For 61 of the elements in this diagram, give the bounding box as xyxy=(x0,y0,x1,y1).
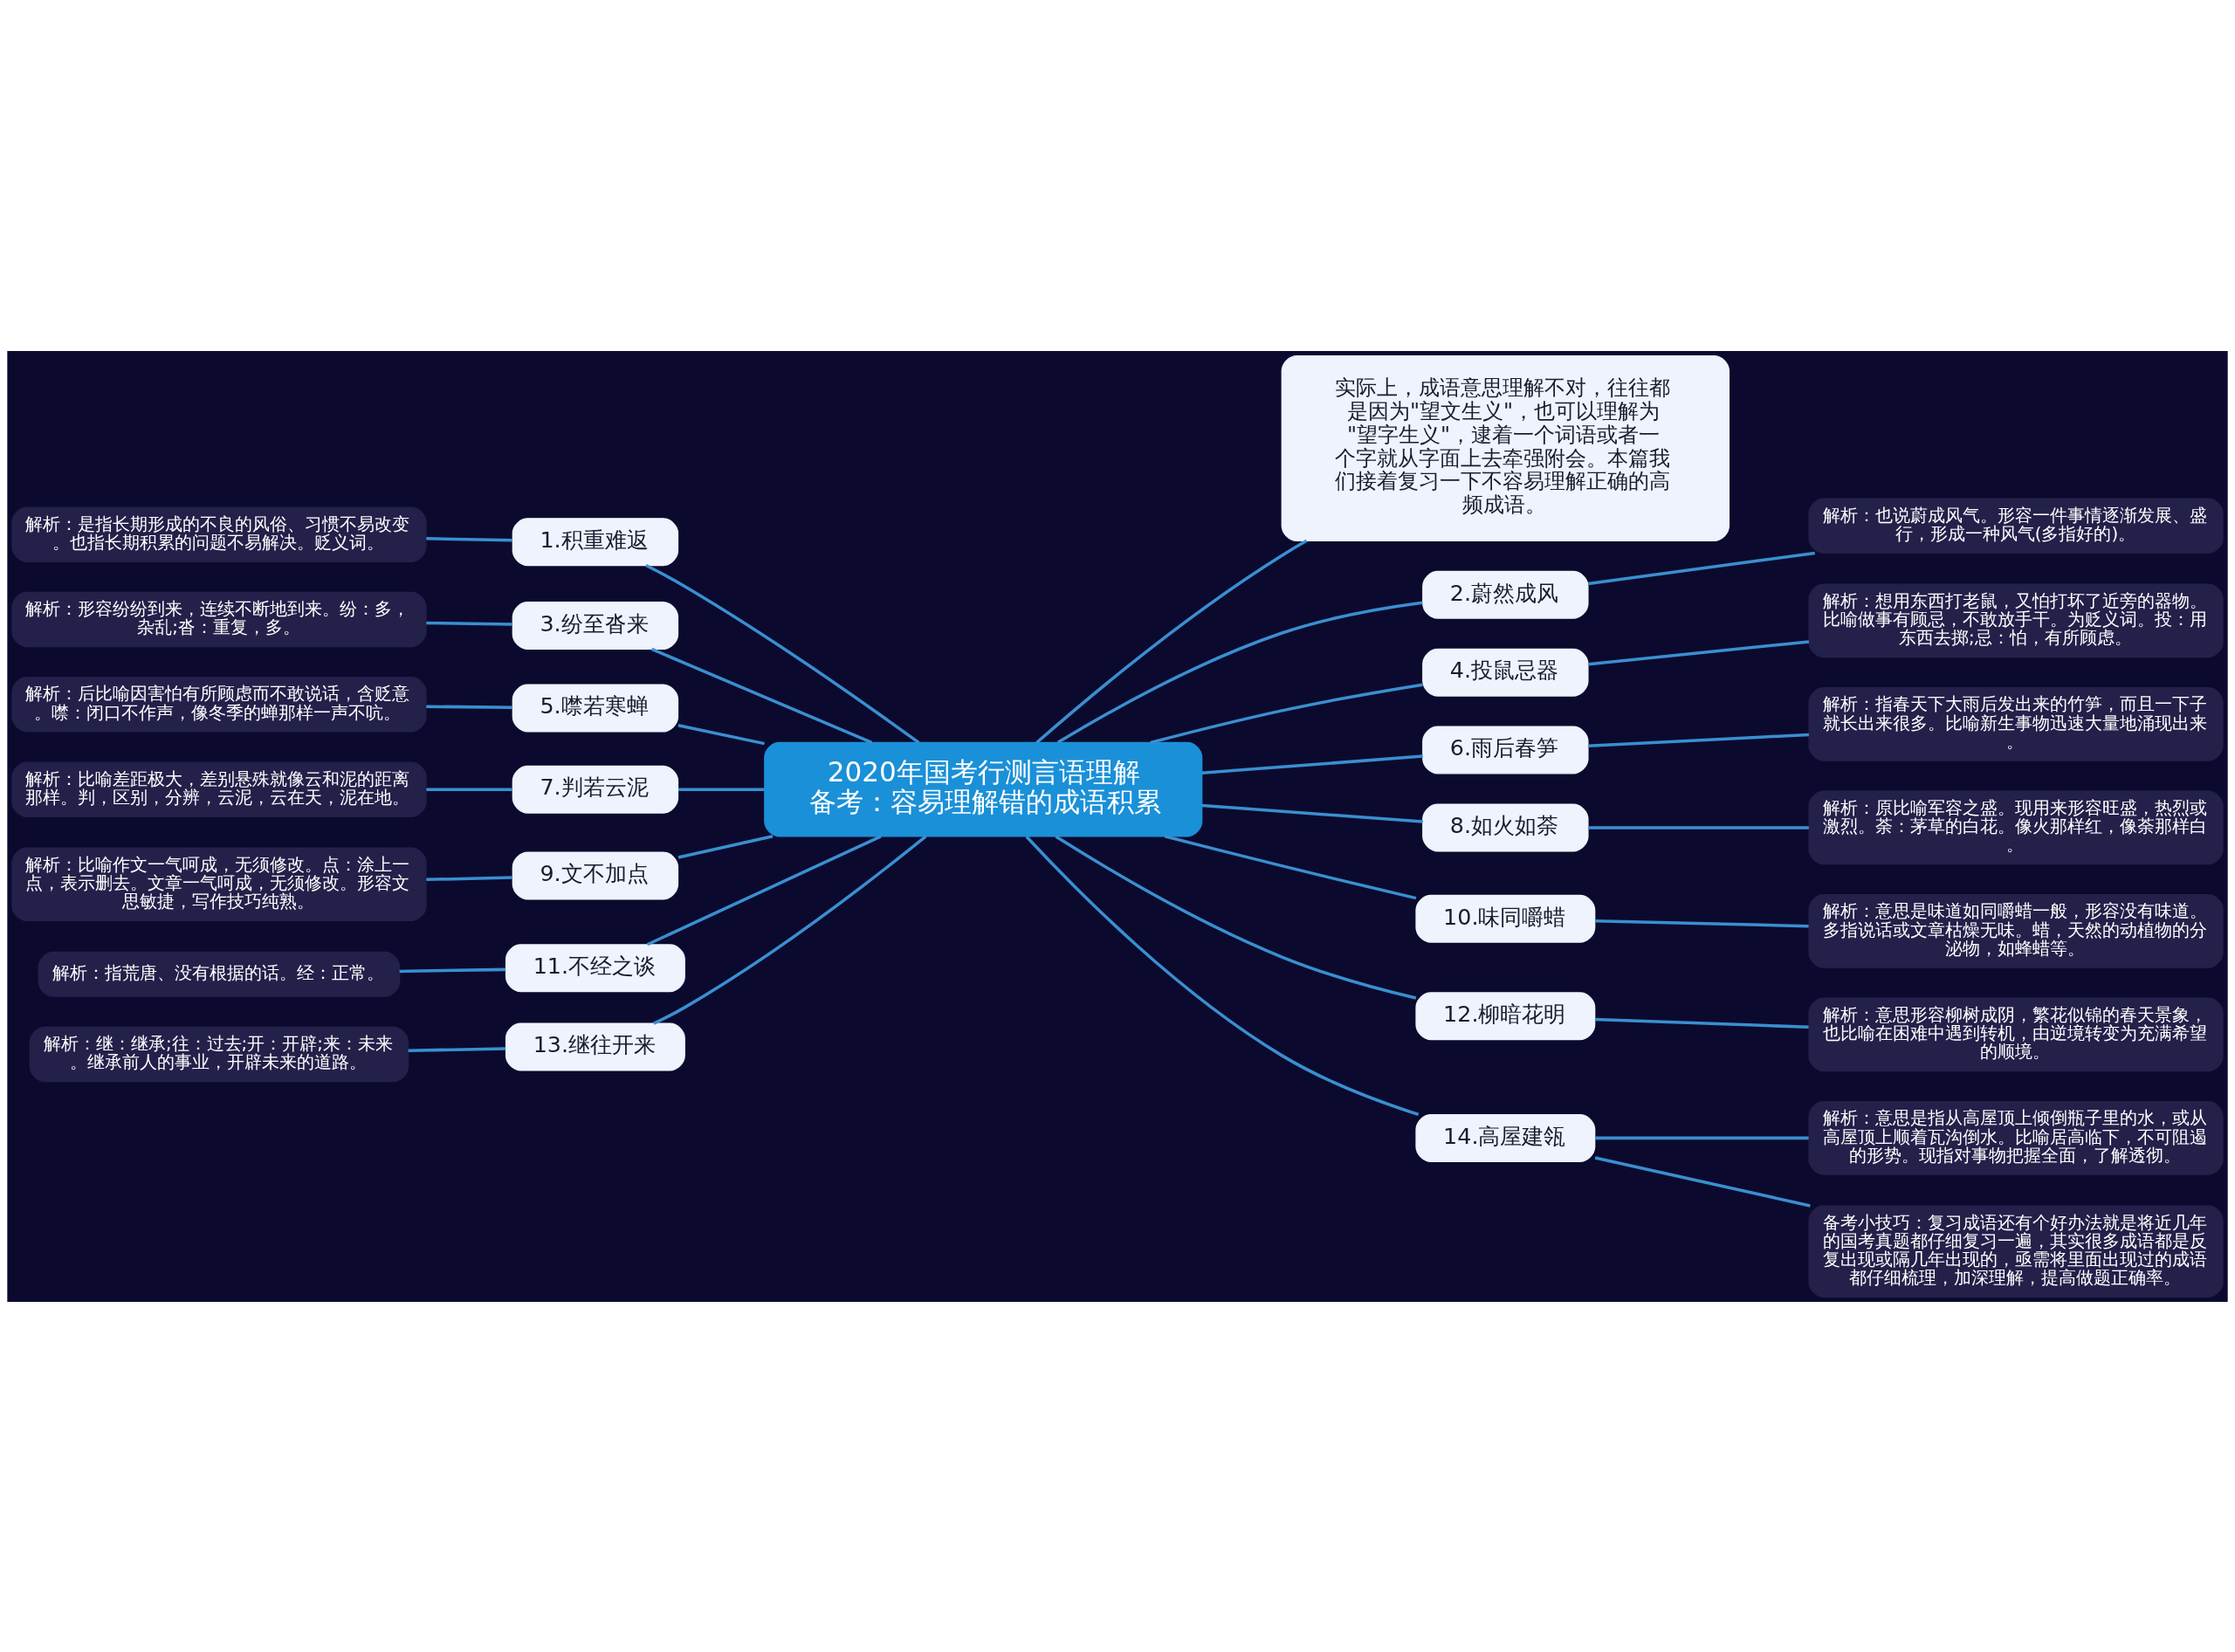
connector xyxy=(645,563,920,744)
node-box: 解析：是指长期形成的不良的风俗、习惯不易改变。也指长期积累的问题不易解决。贬义词。 xyxy=(11,506,427,562)
node-box: 8.如火如荼 xyxy=(1422,802,1589,851)
node-box: 7.判若云泥 xyxy=(512,765,679,814)
node-box: 14.高屋建瓴 xyxy=(1415,1113,1596,1162)
node-box: 解析：指荒唐、没有根据的话。经：正常。 xyxy=(38,951,401,997)
node-box: 12.柳暗花明 xyxy=(1415,991,1596,1040)
node-box: 备考小技巧：复习成语还有个好办法就是将近几年的国考真题都仔细复习一遍，其实很多成语都是反复出现或隔几年出现的，亟需将里面出现过的成语都仔细梳理，加深理解，提高做题正确率。 xyxy=(1808,1204,2224,1298)
node-box: 5.噤若寒蝉 xyxy=(512,684,679,733)
connector xyxy=(1595,919,1809,927)
connector xyxy=(1201,754,1423,774)
connector xyxy=(426,787,512,791)
connector xyxy=(426,621,512,626)
connector xyxy=(677,834,774,859)
node-box: 4.投鼠忌器 xyxy=(1422,648,1589,697)
connector xyxy=(1056,601,1423,744)
node-box: 解析：比喻差距极大，差别悬殊就像云和泥的距离那样。判，区别，分辨，云泥，云在天，泥在地。 xyxy=(11,761,427,817)
node-box: 2020年国考行测言语理解备考：容易理解错的成语积累 xyxy=(764,741,1203,836)
connector xyxy=(408,1046,506,1052)
connector xyxy=(1025,835,1420,1116)
connector xyxy=(399,967,506,973)
node-box: 6.雨后春笋 xyxy=(1422,726,1589,774)
node-box: 解析：形容纷纷到来，连续不断地到来。纷：多，杂乱;沓：重复，多。 xyxy=(11,591,427,647)
connector xyxy=(1201,803,1423,823)
node-box: 解析：比喻作文一气呵成，无须修改。点：涂上一点，表示删去。文章一气呵成，无须修改。形容文思敏捷，写作技巧纯熟。 xyxy=(11,847,427,921)
node-box: 解析：原比喻军容之盛。现用来形容旺盛，热烈或激烈。荼：茅草的白花。像火那样红，像荼那样白。 xyxy=(1808,790,2224,864)
node-box: 3.纷至沓来 xyxy=(512,601,679,650)
connector xyxy=(677,723,765,745)
connector xyxy=(426,875,512,881)
connector xyxy=(677,787,765,791)
node-box: 解析：意思是味道如同嚼蜡一般，形容没有味道。多指说话或文章枯燥无味。蜡，天然的动植物的分泌物，如蜂蜡等。 xyxy=(1808,893,2224,968)
connector xyxy=(1588,639,1810,665)
connector xyxy=(1588,825,1809,829)
node-box: 解析：也说蔚成风气。形容一件事情逐渐发展、盛行，形成一种风气(多指好的)。 xyxy=(1808,498,2224,554)
node-box: 解析：意思是指从高屋顶上倾倒瓶子里的水，或从高屋顶上顺着瓦沟倒水。比喻居高临下，不可阻遏的形势。现指对事物把握全面，了解透彻。 xyxy=(1808,1100,2224,1175)
connector xyxy=(1035,539,1308,744)
connector xyxy=(1164,834,1417,899)
node-box: 解析：意思形容柳树成阴，繁花似锦的春天景象，也比喻在困难中遇到转机，由逆境转变为充满希望的顺境。 xyxy=(1808,997,2224,1071)
connector xyxy=(1594,1155,1811,1208)
node-box: 解析：后比喻因害怕有所顾虑而不敢说话，含贬意。噤：闭口不作声，像冬季的蝉那样一声不吭。 xyxy=(11,676,427,733)
connector xyxy=(646,834,882,946)
node-box: 9.文不加点 xyxy=(512,850,679,899)
connector xyxy=(1055,835,1417,1000)
node-box: 1.积重难返 xyxy=(512,517,679,566)
connector xyxy=(1595,1017,1809,1029)
connector xyxy=(1588,551,1815,585)
node-box: 实际上，成语意思理解不对，往往都是因为"望文生义"，也可以理解为"望字生义"，逮着一个词语或者一个字就从字面上去牵强附会。本篇我们接着复习一下不容易理解正确的高频成语。 xyxy=(1281,354,1730,541)
node-box: 11.不经之谈 xyxy=(505,943,685,992)
node-box: 2.蔚然成风 xyxy=(1422,570,1589,619)
connector xyxy=(1595,1136,1809,1139)
node-box: 解析：指春天下大雨后发出来的竹笋，而且一下子就长出来很多。比喻新生事物迅速大量地涌现出来。 xyxy=(1808,686,2224,761)
connector xyxy=(426,536,512,542)
connector xyxy=(653,834,927,1025)
node-box: 解析：继：继承;往：过去;开：开辟;来：未来。继承前人的事业，开辟未来的道路。 xyxy=(29,1026,409,1082)
connector xyxy=(1588,733,1809,747)
node-box: 解析：想用东西打老鼠，又怕打坏了近旁的器物。比喻做事有顾忌，不敢放手干。为贬义词。投：用东西去掷;忌：怕，有所顾虑。 xyxy=(1808,583,2224,657)
connector xyxy=(650,647,873,744)
node-box: 10.味同嚼蜡 xyxy=(1415,894,1596,943)
connector xyxy=(426,704,512,709)
connector xyxy=(1150,682,1423,744)
node-box: 13.继往开来 xyxy=(505,1022,685,1070)
